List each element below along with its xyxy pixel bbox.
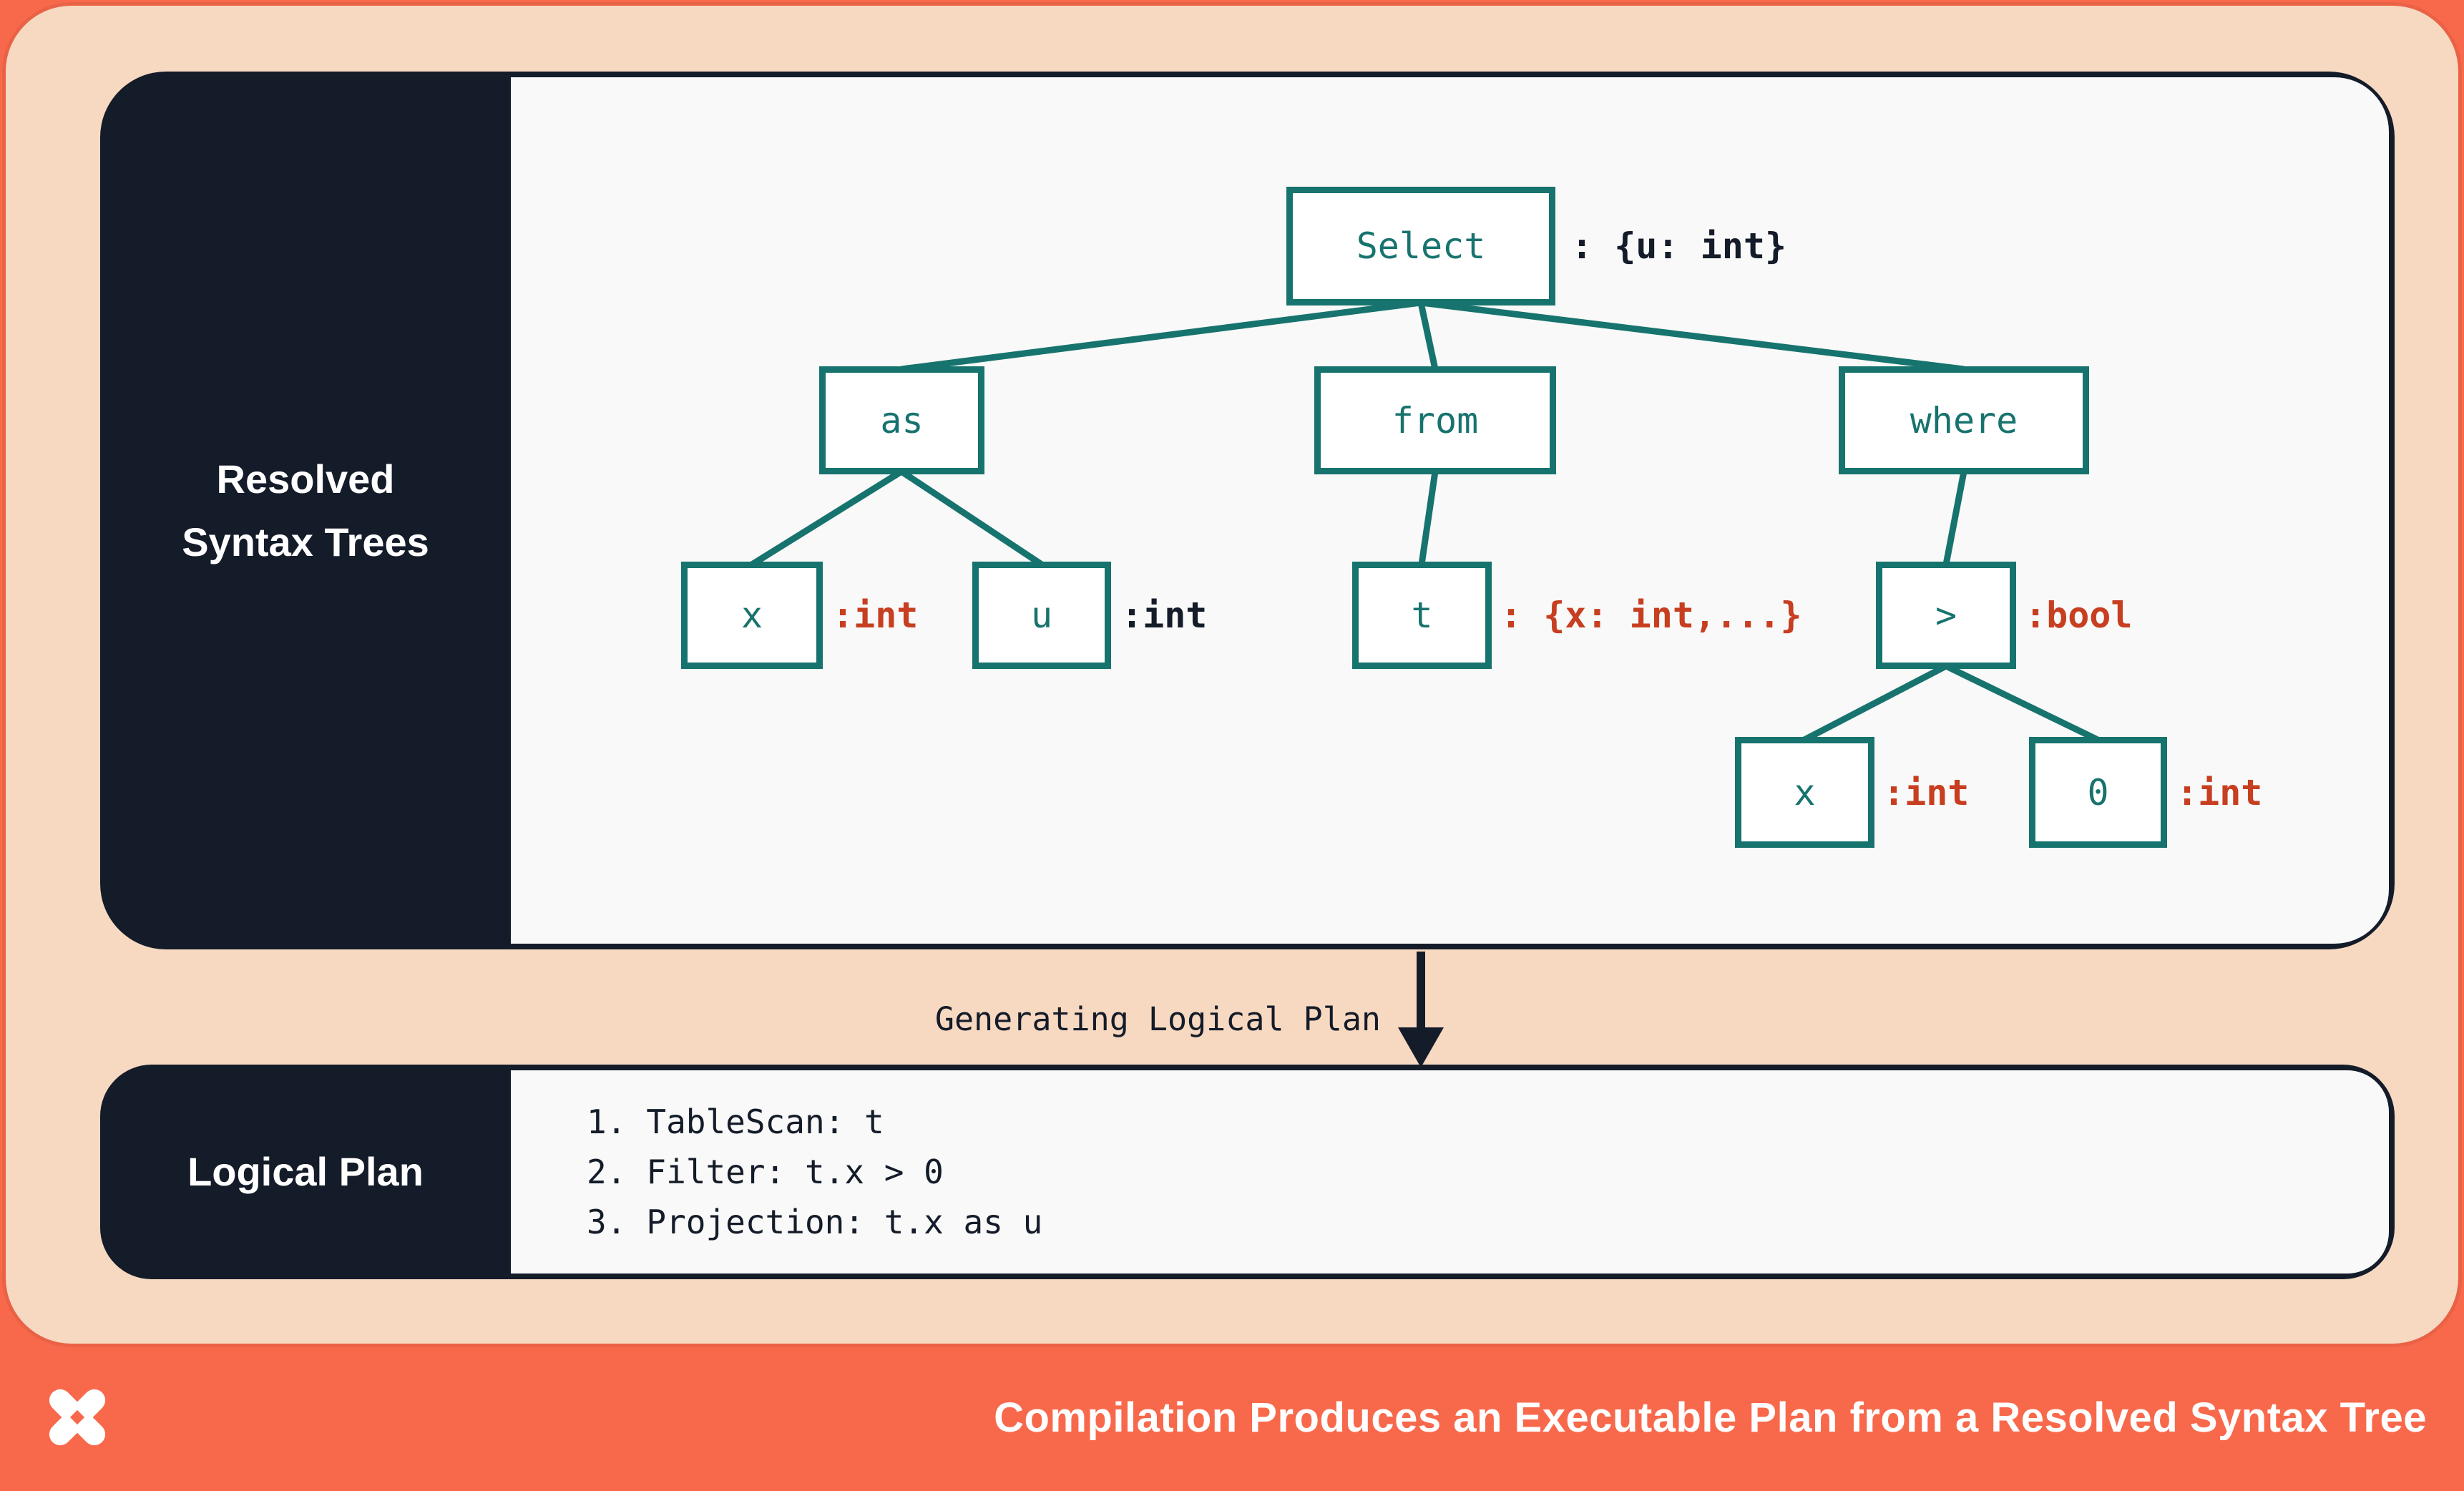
plan-step-text: TableScan: t: [646, 1103, 884, 1141]
plan-step-number: 1.: [587, 1103, 627, 1141]
plan-step-1: 1. TableScan: t: [587, 1097, 2389, 1147]
sidebar-label-line1: Resolved: [216, 456, 395, 502]
x-pinwheel-logo-icon: [49, 1389, 106, 1446]
type-annotation-zero-operand: :int: [2176, 771, 2263, 813]
tree-node-where: where: [1839, 366, 2089, 474]
tree-node-gt-operator: >: [1876, 562, 2016, 669]
plan-step-3: 3. Projection: t.x as u: [587, 1197, 2389, 1247]
logical-plan-panel: Logical Plan 1. TableScan: t 2. Filter: t.…: [100, 1065, 2395, 1279]
plan-step-number: 3.: [587, 1203, 627, 1241]
sidebar-label: Logical Plan: [187, 1149, 424, 1194]
tree-node-t-table: t: [1352, 562, 1492, 669]
tree-node-from: from: [1314, 366, 1556, 474]
logical-plan-area: [511, 1070, 2389, 1274]
resolved-syntax-trees-sidebar: Resolved Syntax Trees: [100, 72, 511, 949]
plan-step-2: 2. Filter: t.x > 0: [587, 1147, 2389, 1197]
logical-plan-steps: 1. TableScan: t 2. Filter: t.x > 0 3. Proje…: [511, 1070, 2389, 1274]
sidebar-label-line2: Syntax Trees: [182, 519, 429, 564]
plan-step-text: Filter: t.x > 0: [646, 1153, 944, 1191]
type-annotation-gt-operator: :bool: [2025, 595, 2133, 636]
plan-step-text: Projection: t.x as u: [646, 1203, 1043, 1241]
type-annotation-select: : {u: int}: [1571, 225, 1787, 267]
tree-node-x-alias: x: [681, 562, 823, 669]
type-annotation-t-table: : {x: int,...}: [1500, 595, 1802, 636]
transition-label: Generating Logical Plan: [934, 1000, 1381, 1038]
logical-plan-sidebar: Logical Plan: [100, 1065, 511, 1279]
type-annotation-x-alias: :int: [832, 595, 919, 636]
footer-title: Compilation Produces an Executable Plan …: [994, 1394, 2427, 1441]
plan-step-number: 2.: [587, 1153, 627, 1191]
tree-node-x-operand: x: [1735, 737, 1874, 848]
tree-node-select: Select: [1286, 187, 1555, 305]
type-annotation-x-operand: :int: [1883, 771, 1970, 813]
type-annotation-u-alias: :int: [1121, 595, 1208, 636]
tree-node-as: as: [819, 366, 984, 474]
tree-node-zero-operand: 0: [2029, 737, 2167, 848]
tree-node-u-alias: u: [972, 562, 1111, 669]
footer-bar: Compilation Produces an Executable Plan …: [0, 1344, 2464, 1491]
